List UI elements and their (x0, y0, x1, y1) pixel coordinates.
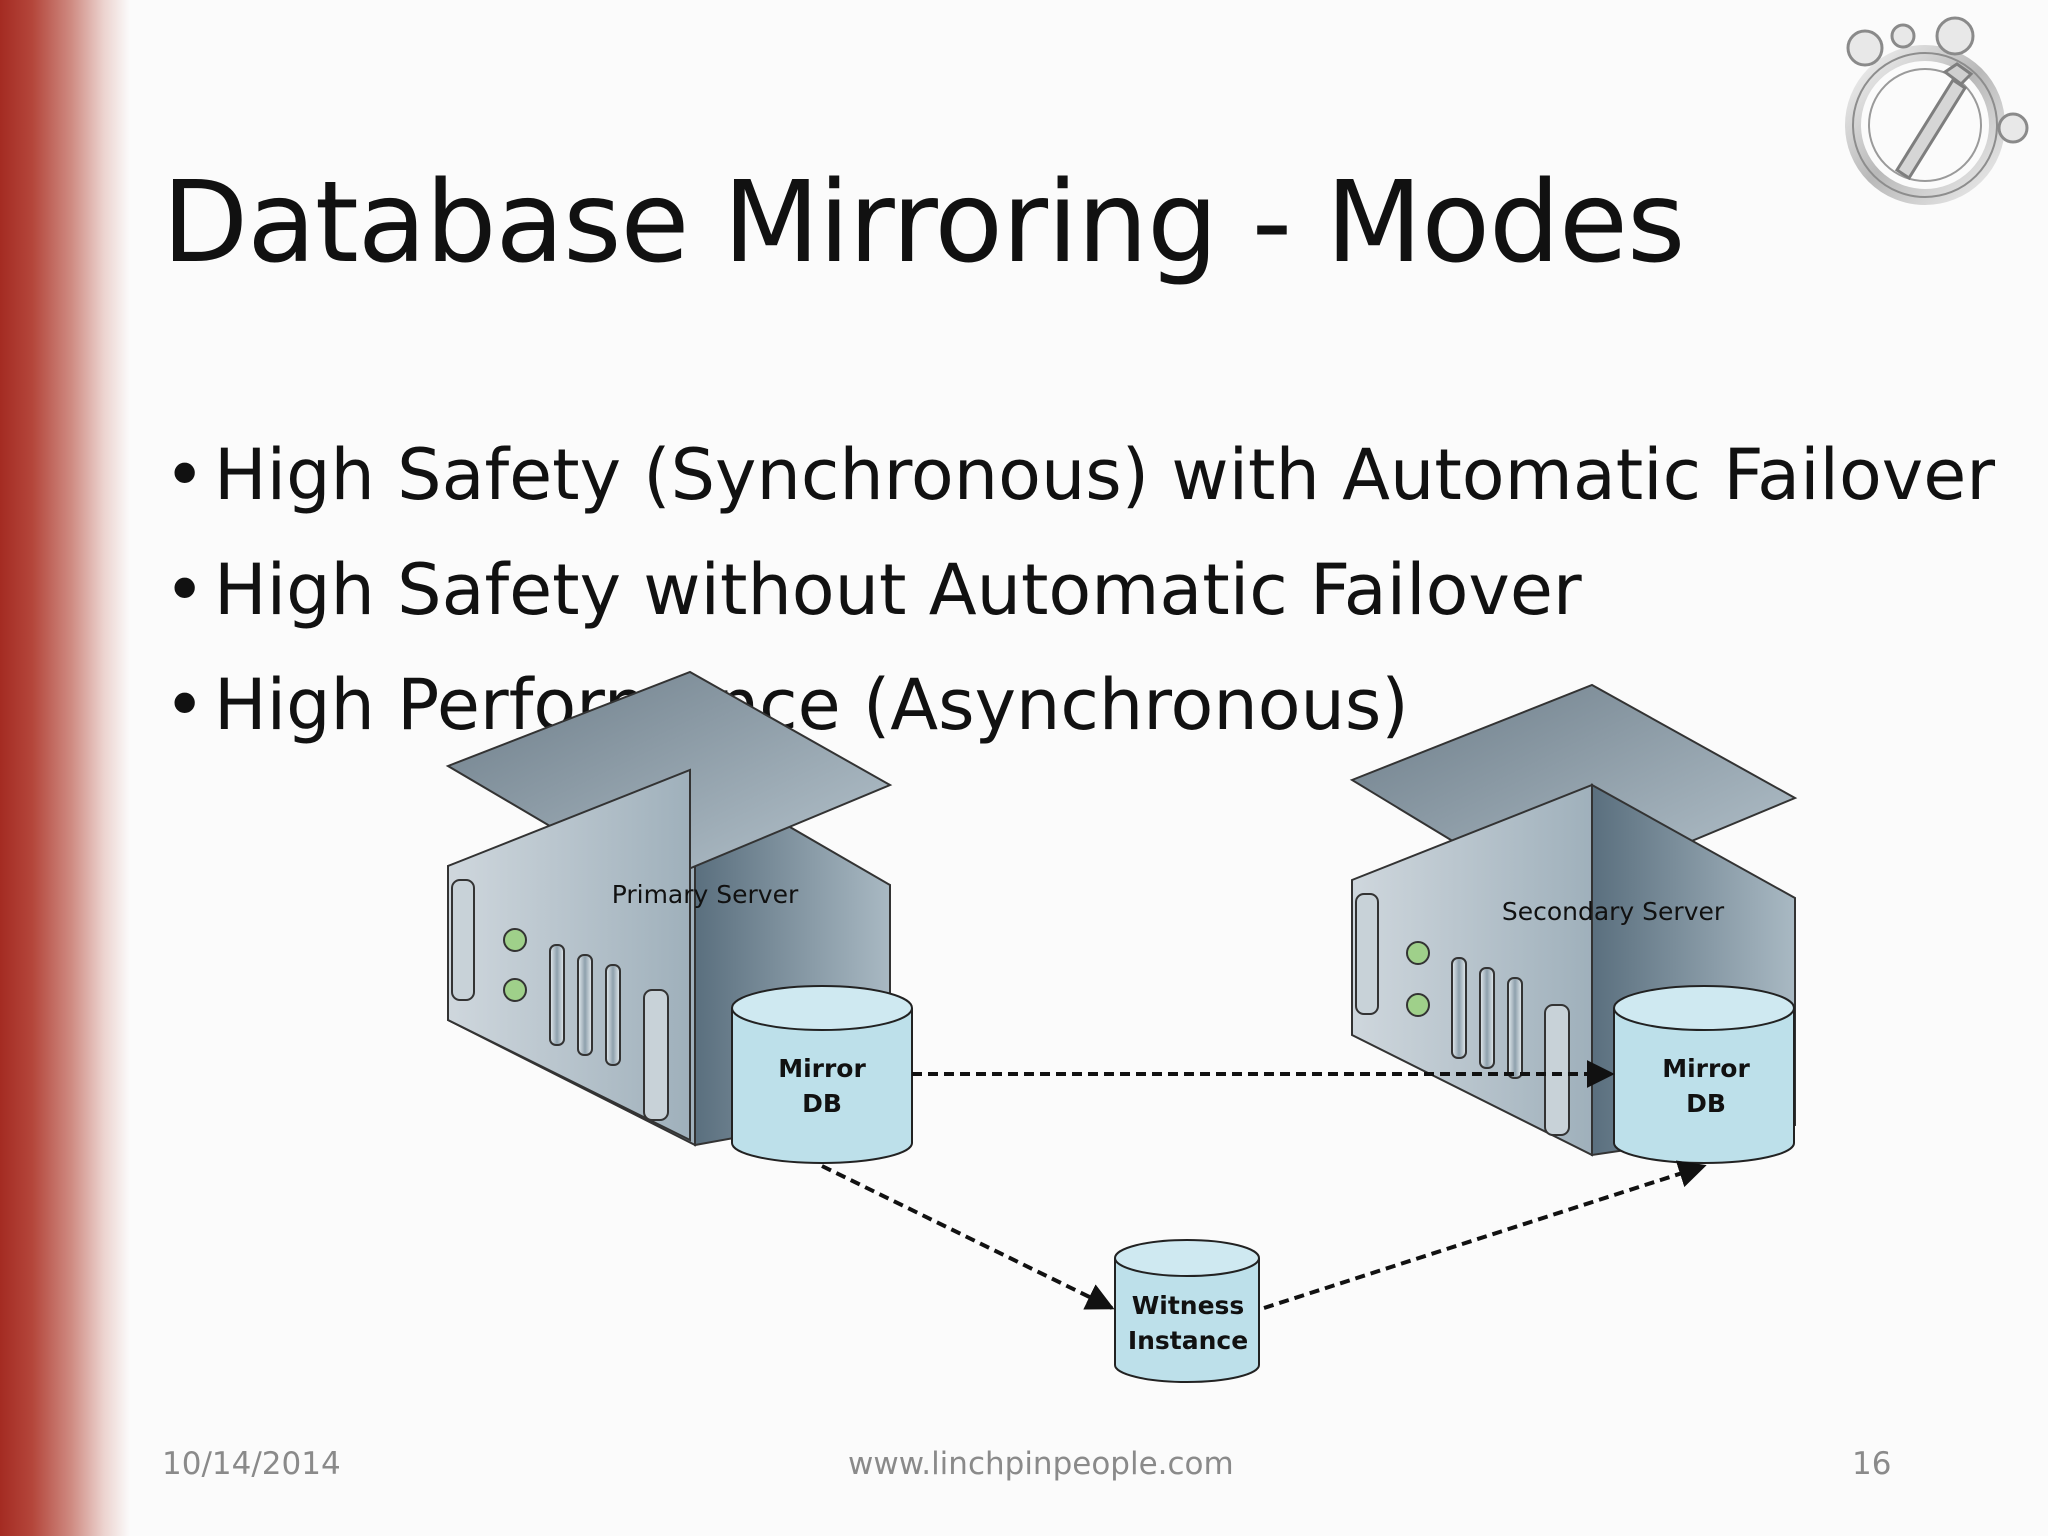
linchpin-logo-icon (1845, 16, 2029, 205)
secondary-server-label: Secondary Server (1502, 897, 1725, 926)
bullet-item: • High Performance (Asynchronous) (162, 648, 1995, 763)
witness-label-line2: Instance (1128, 1326, 1248, 1355)
secondary-db-label-line2: DB (1686, 1089, 1726, 1118)
bullet-item: • High Safety (Synchronous) with Automat… (162, 418, 1995, 533)
bullet-list: • High Safety (Synchronous) with Automat… (162, 418, 1995, 763)
bullet-dot: • (164, 664, 206, 746)
primary-server-label: Primary Server (612, 880, 799, 909)
bullet-dot: • (164, 549, 206, 631)
witness-arrow-from-primary (821, 1164, 1115, 1310)
primary-mirror-db: Mirror DB (731, 985, 913, 1164)
secondary-db-label-line1: Mirror (1662, 1054, 1750, 1083)
accent-bar (0, 0, 130, 1536)
bullet-item: • High Safety without Automatic Failover (162, 533, 1995, 648)
bullet-text: High Performance (Asynchronous) (214, 664, 1409, 746)
witness-instance: Witness Instance (1114, 1239, 1260, 1383)
primary-db-label-line2: DB (802, 1089, 842, 1118)
secondary-mirror-db: Mirror DB (1613, 985, 1795, 1164)
bullet-text: High Safety without Automatic Failover (214, 549, 1582, 631)
slide-title: Database Mirroring - Modes (162, 158, 1685, 288)
witness-arrow-to-secondary (1263, 1160, 1707, 1310)
bullet-text: High Safety (Synchronous) with Automatic… (214, 434, 1996, 516)
bullet-dot: • (164, 434, 206, 516)
page-number: 16 (1852, 1446, 1892, 1482)
footer-url[interactable]: www.linchpinpeople.com (848, 1446, 1234, 1482)
footer-date: 10/14/2014 (162, 1446, 341, 1482)
witness-label-line1: Witness (1132, 1291, 1245, 1320)
primary-db-label-line1: Mirror (778, 1054, 866, 1083)
